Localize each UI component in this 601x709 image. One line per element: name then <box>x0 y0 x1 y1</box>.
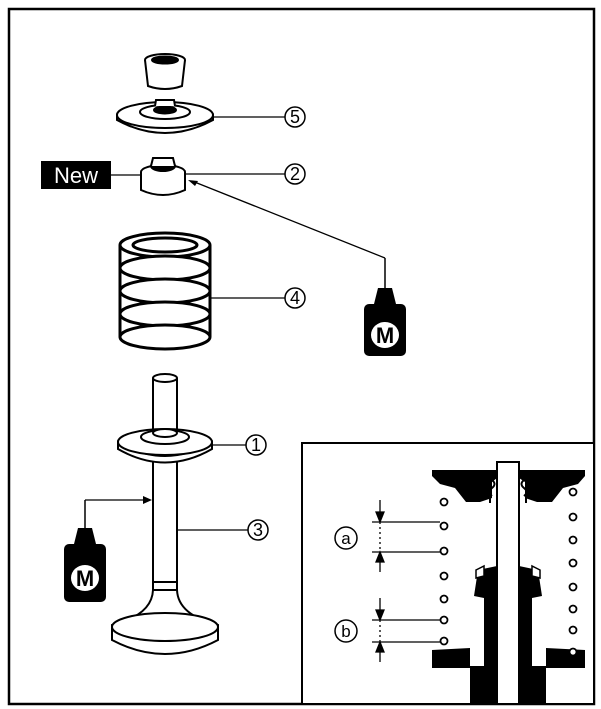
svg-text:M: M <box>76 566 94 591</box>
valve-stem-cap <box>144 53 186 90</box>
svg-text:4: 4 <box>290 288 300 308</box>
spring-installation-detail: a b <box>301 442 595 705</box>
callout-4: 4 <box>284 287 306 309</box>
label-a: a <box>334 526 358 550</box>
svg-text:b: b <box>341 622 350 641</box>
svg-text:5: 5 <box>290 107 300 127</box>
callout-2: 2 <box>284 163 306 185</box>
svg-text:M: M <box>376 323 394 348</box>
dimension-b <box>372 598 440 662</box>
new-badge: New <box>41 161 111 189</box>
engine-oil-bottle-icon: M <box>364 258 406 356</box>
svg-text:New: New <box>54 163 98 188</box>
dimension-a <box>372 500 440 572</box>
svg-text:1: 1 <box>251 435 261 455</box>
svg-text:2: 2 <box>290 164 300 184</box>
label-b: b <box>334 619 358 643</box>
valve <box>111 373 219 655</box>
svg-text:a: a <box>341 529 351 548</box>
callout-1: 1 <box>245 434 267 456</box>
callout-3: 3 <box>247 519 269 541</box>
valve-spring <box>118 231 212 351</box>
callout-5: 5 <box>284 106 306 128</box>
valve-spring-retainer <box>116 99 214 134</box>
engine-oil-bottle-icon: M <box>64 496 152 602</box>
svg-text:3: 3 <box>253 520 263 540</box>
valve-stem-seal <box>140 157 186 196</box>
